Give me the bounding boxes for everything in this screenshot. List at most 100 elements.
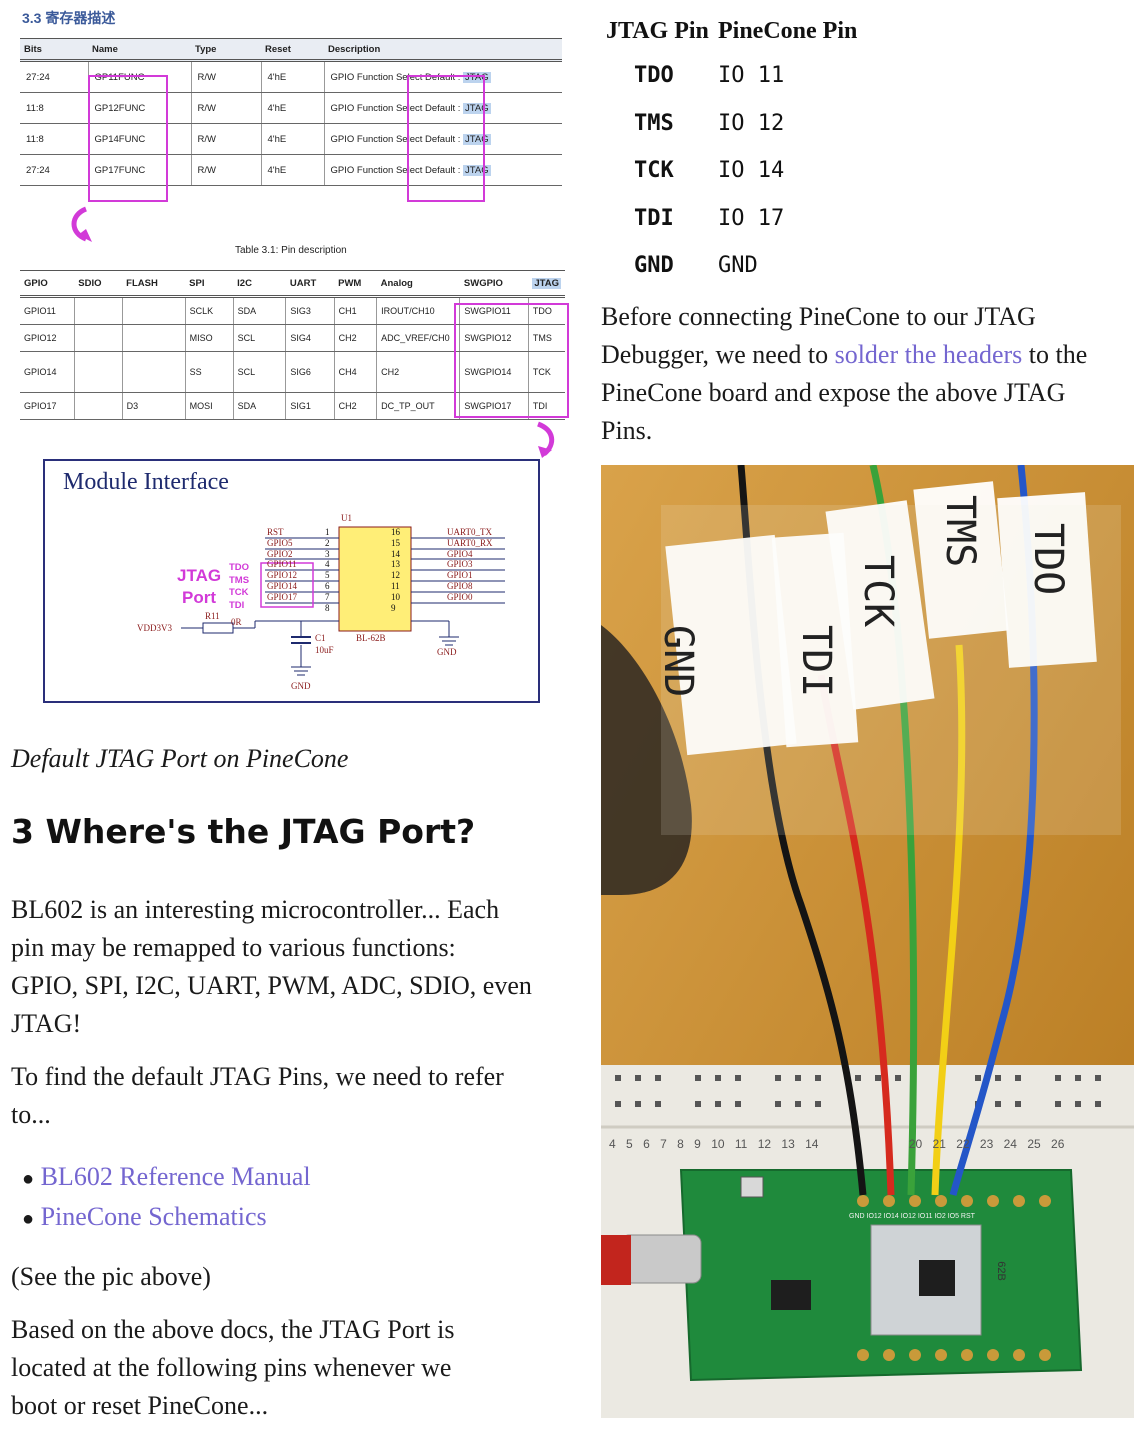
pin-table-caption: Table 3.1: Pin description xyxy=(235,245,347,256)
default-label: Default : xyxy=(425,133,461,145)
pin-number: 1 xyxy=(325,527,330,537)
resistor-ref: R11 xyxy=(205,611,220,621)
net-label: GPIO8 xyxy=(447,580,473,591)
jtag-pin: GND xyxy=(634,253,674,278)
link-solder-the-headers[interactable]: solder the headers xyxy=(834,340,1023,369)
cell: MOSI xyxy=(184,392,234,420)
photo-illustration xyxy=(601,465,1134,1418)
col-name: Name xyxy=(92,43,118,55)
jtag-label: JTAG xyxy=(177,566,222,585)
pinecone-pin: IO 14 xyxy=(718,158,785,183)
cell xyxy=(121,324,186,352)
chip-ref: U1 xyxy=(341,513,352,523)
row-number: 13 xyxy=(781,1137,795,1151)
text-line: PineCone board and expose the above JTAG xyxy=(601,378,1066,407)
signal-label: TDI xyxy=(229,599,245,611)
pin-number: 11 xyxy=(391,580,400,591)
jtag-port-label: JTAG Port xyxy=(177,565,221,609)
net-label: GPIO12 xyxy=(267,570,298,581)
cell: SIG6 xyxy=(285,351,335,393)
col-flash: FLASH xyxy=(126,277,158,289)
name-highlight-box xyxy=(88,75,168,202)
pin-number: 2 xyxy=(325,537,330,548)
cell: DC_TP_OUT xyxy=(376,392,460,420)
cell: TMS xyxy=(527,324,565,352)
cell-type: R/W xyxy=(190,60,261,93)
signal-label: TDO xyxy=(229,562,250,573)
wire-label-tck: TCK xyxy=(855,555,901,628)
row-number: 23 xyxy=(979,1137,994,1151)
jtag-highlight: JTAG xyxy=(463,133,491,145)
link-bl602-reference-manual[interactable]: BL602 Reference Manual xyxy=(40,1162,311,1191)
cap-value: 10uF xyxy=(315,645,334,655)
pin-number: 4 xyxy=(325,559,330,570)
col-jtag: JTAG xyxy=(532,277,561,289)
text-line: Based on the above docs, the JTAG Port i… xyxy=(11,1315,455,1344)
cell: SWGPIO17 xyxy=(459,392,529,420)
pin-table: GPIO SDIO FLASH SPI I2C UART PWM Analog … xyxy=(20,270,565,420)
jtag-highlight: JTAG xyxy=(463,102,491,114)
cell: SWGPIO12 xyxy=(459,324,529,352)
pin-table-header: GPIO SDIO FLASH SPI I2C UART PWM Analog … xyxy=(20,270,565,297)
swgpio-jtag-highlight-box xyxy=(454,303,569,418)
col-description: Description xyxy=(328,43,381,55)
row-number: 10 xyxy=(711,1137,725,1151)
row-number: 5 xyxy=(626,1137,633,1151)
row-number: 4 xyxy=(609,1137,616,1151)
paragraph-2: To find the default JTAG Pins, we need t… xyxy=(11,1058,567,1134)
text-line: boot or reset PineCone... xyxy=(11,1391,269,1420)
cell: GPIO17 xyxy=(20,392,75,420)
cell xyxy=(73,351,123,393)
cell: SS xyxy=(184,351,234,393)
pin-number: 8 xyxy=(325,602,330,613)
cell: CH1 xyxy=(333,296,377,325)
pin-number: 14 xyxy=(391,548,400,559)
row-number: 25 xyxy=(1027,1137,1041,1151)
default-label: Default : xyxy=(425,71,461,83)
cell-reset: 4'hE xyxy=(260,60,324,93)
cell: SWGPIO11 xyxy=(459,296,529,325)
cell-type: R/W xyxy=(190,154,261,186)
cell-type: R/W xyxy=(190,92,261,124)
pin-number: 12 xyxy=(391,570,400,581)
cell: SCL xyxy=(232,324,286,352)
row-number: 21 xyxy=(932,1137,946,1151)
cell-desc: GPIO Function Select Default : JTAG xyxy=(323,123,562,155)
net-label: GPIO2 xyxy=(267,548,293,559)
col-reset: Reset xyxy=(265,43,291,55)
col-sdio: SDIO xyxy=(78,277,102,289)
default-label: Default : xyxy=(425,164,461,176)
cell-name: GP17FUNC xyxy=(87,154,191,186)
pin-number: 13 xyxy=(391,559,400,570)
right-net-labels: UART0_TX UART0_RX GPIO4 GPIO3 GPIO1 GPIO… xyxy=(447,527,492,603)
wire-label-tdi: TDI xyxy=(793,625,839,698)
row-number: 9 xyxy=(694,1137,701,1151)
link-pinecone-schematics[interactable]: PineCone Schematics xyxy=(40,1202,267,1231)
curved-arrow-down-icon xyxy=(536,421,555,458)
module-interface-title: Module Interface xyxy=(63,469,229,495)
col-uart: UART xyxy=(289,277,317,289)
cell: SDA xyxy=(232,296,286,325)
row-number: 24 xyxy=(1003,1137,1017,1151)
net-label: GPIO5 xyxy=(267,537,293,548)
net-label: UART0_RX xyxy=(447,537,493,548)
cell: GPIO11 xyxy=(20,296,75,325)
pinecone-photo: GND TDI TCK TMS TDO 4 5 6 7 8 9 10 11 12… xyxy=(601,465,1134,1418)
cell: SIG1 xyxy=(285,392,335,420)
cell-bits: 11:8 xyxy=(20,92,88,124)
jtag-pin: TCK xyxy=(634,158,674,183)
row-number: 12 xyxy=(757,1137,772,1151)
default-label: Default : xyxy=(425,102,461,114)
vdd-label: VDD3V3 xyxy=(137,623,172,633)
cell: ADC_VREF/CH0 xyxy=(376,324,460,352)
cell xyxy=(121,296,186,325)
register-table: Bits Name Type Reset Description 27:24 G… xyxy=(20,38,562,186)
paragraph-1: BL602 is an interesting microcontroller.… xyxy=(11,891,567,1043)
row-number: 11 xyxy=(734,1137,748,1151)
